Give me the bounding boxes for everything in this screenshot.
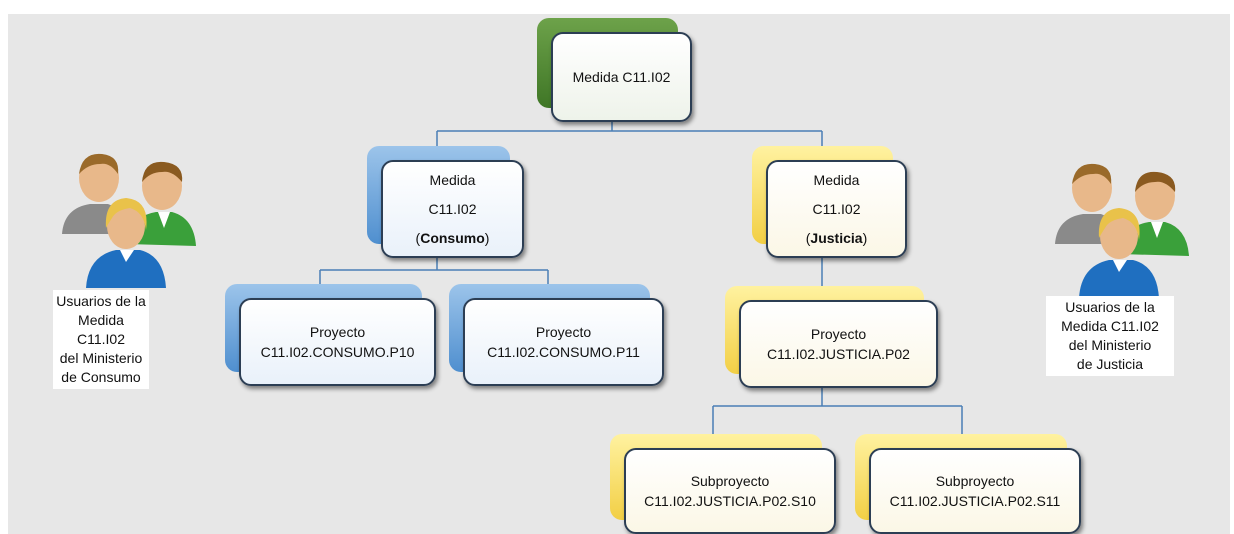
users-group-consumo: Usuarios de la Medida C11.I02 del Minist…	[53, 148, 200, 389]
node-title: Proyecto	[810, 326, 867, 342]
users-group-justicia: Usuarios de la Medida C11.I02 del Minist…	[1046, 158, 1193, 398]
node-medida-consumo: Medida C11.I02 (Consumo)	[367, 146, 524, 258]
node-code: C11.I02.JUSTICIA.P02	[767, 346, 910, 362]
node-title: Proyecto	[309, 324, 366, 340]
node-title: Subproyecto	[935, 473, 1015, 489]
node-proyecto-p02: Proyecto C11.I02.JUSTICIA.P02	[725, 286, 938, 388]
node-medida-root: Medida C11.I02	[537, 18, 692, 122]
node-card: Medida C11.I02 (Consumo)	[381, 160, 524, 258]
node-proyecto-p11: Proyecto C11.I02.CONSUMO.P11	[449, 284, 664, 386]
node-code: C11.I02.JUSTICIA.P02.S10	[644, 493, 816, 509]
node-code: C11.I02.JUSTICIA.P02.S11	[889, 493, 1061, 509]
node-line2: C11.I02	[428, 200, 477, 217]
node-code: C11.I02.CONSUMO.P11	[487, 344, 640, 360]
node-card: Subproyecto C11.I02.JUSTICIA.P02.S11	[869, 448, 1081, 534]
node-line1: Medida	[429, 171, 476, 188]
node-line3: (Justicia)	[805, 229, 868, 246]
node-card: Proyecto C11.I02.CONSUMO.P11	[463, 298, 664, 386]
connector-consumo	[319, 256, 549, 298]
node-title: Proyecto	[535, 324, 592, 340]
node-proyecto-p10: Proyecto C11.I02.CONSUMO.P10	[225, 284, 436, 386]
node-line3: (Consumo)	[415, 229, 490, 246]
node-title: Subproyecto	[690, 473, 770, 489]
node-card: Medida C11.I02 (Justicia)	[766, 160, 907, 258]
node-line1: Medida	[813, 171, 860, 188]
node-label: Medida C11.I02	[572, 69, 671, 85]
connector-proyecto-p02	[712, 386, 963, 446]
node-card: Subproyecto C11.I02.JUSTICIA.P02.S10	[624, 448, 836, 534]
node-subproyecto-s10: Subproyecto C11.I02.JUSTICIA.P02.S10	[610, 434, 836, 534]
node-card: Proyecto C11.I02.JUSTICIA.P02	[739, 300, 938, 388]
connector-root	[436, 121, 823, 160]
users-caption: Usuarios de la Medida C11.I02 del Minist…	[53, 290, 149, 389]
node-subproyecto-s11: Subproyecto C11.I02.JUSTICIA.P02.S11	[855, 434, 1081, 534]
node-code: C11.I02.CONSUMO.P10	[260, 344, 415, 360]
node-card: Proyecto C11.I02.CONSUMO.P10	[239, 298, 436, 386]
users-group-icon	[62, 153, 196, 288]
users-group-icon	[1055, 163, 1189, 298]
node-medida-justicia: Medida C11.I02 (Justicia)	[752, 146, 907, 258]
node-line2: C11.I02	[812, 200, 861, 217]
node-card: Medida C11.I02	[551, 32, 692, 122]
users-caption: Usuarios de la Medida C11.I02 del Minist…	[1046, 296, 1174, 376]
